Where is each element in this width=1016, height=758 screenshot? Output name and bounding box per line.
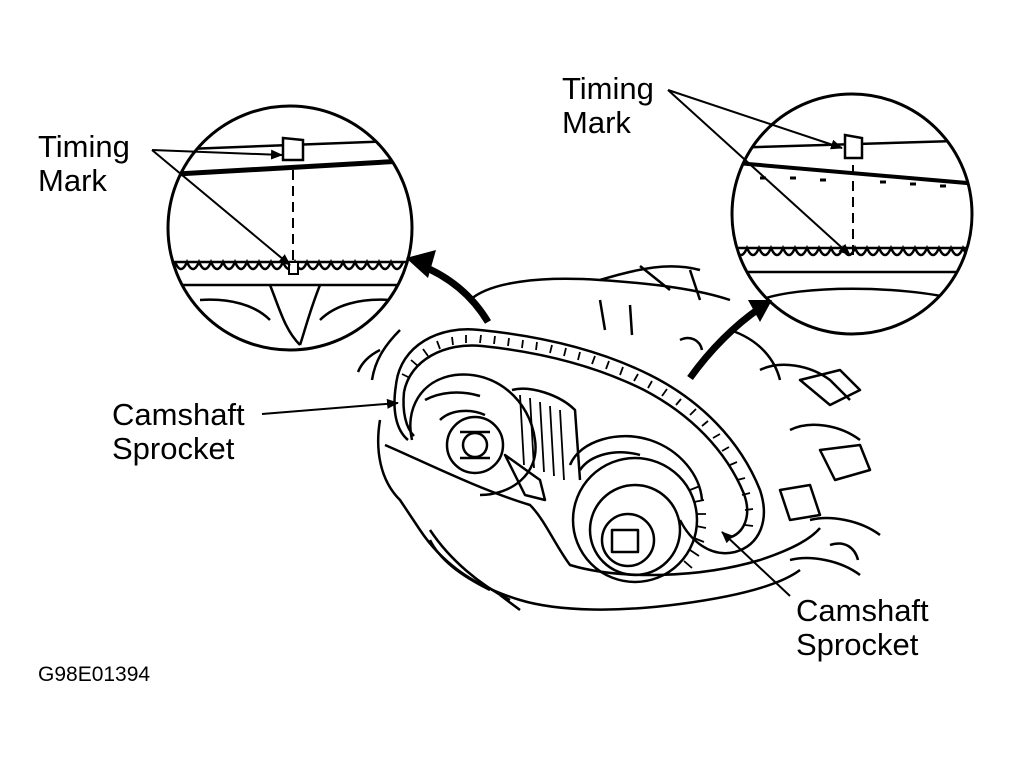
camshaft-sprocket-label-right-line2: Sprocket: [796, 627, 919, 662]
timing-mark-label-right: Timing Mark: [562, 72, 654, 140]
leader-lines: [151, 89, 851, 597]
inset-pointer-arrows: [406, 250, 772, 381]
right-timing-mark-inset: [730, 92, 974, 336]
camshaft-sprocket-label-left: Camshaft Sprocket: [112, 398, 245, 466]
timing-mark-label-left-line1: Timing: [38, 129, 130, 164]
timing-mark-label-left-line2: Mark: [38, 163, 107, 198]
camshaft-sprocket-label-left-line1: Camshaft: [112, 397, 245, 432]
timing-mark-label-left: Timing Mark: [38, 130, 130, 198]
camshaft-sprocket-label-right-line1: Camshaft: [796, 593, 929, 628]
engine-assembly: [356, 265, 881, 611]
timing-mark-label-right-line1: Timing: [562, 71, 654, 106]
camshaft-sprocket-label-left-line2: Sprocket: [112, 431, 235, 466]
timing-mark-label-right-line2: Mark: [562, 105, 631, 140]
camshaft-sprocket-label-right: Camshaft Sprocket: [796, 594, 929, 662]
figure-code: G98E01394: [38, 663, 151, 686]
left-timing-mark-inset: [166, 104, 414, 352]
